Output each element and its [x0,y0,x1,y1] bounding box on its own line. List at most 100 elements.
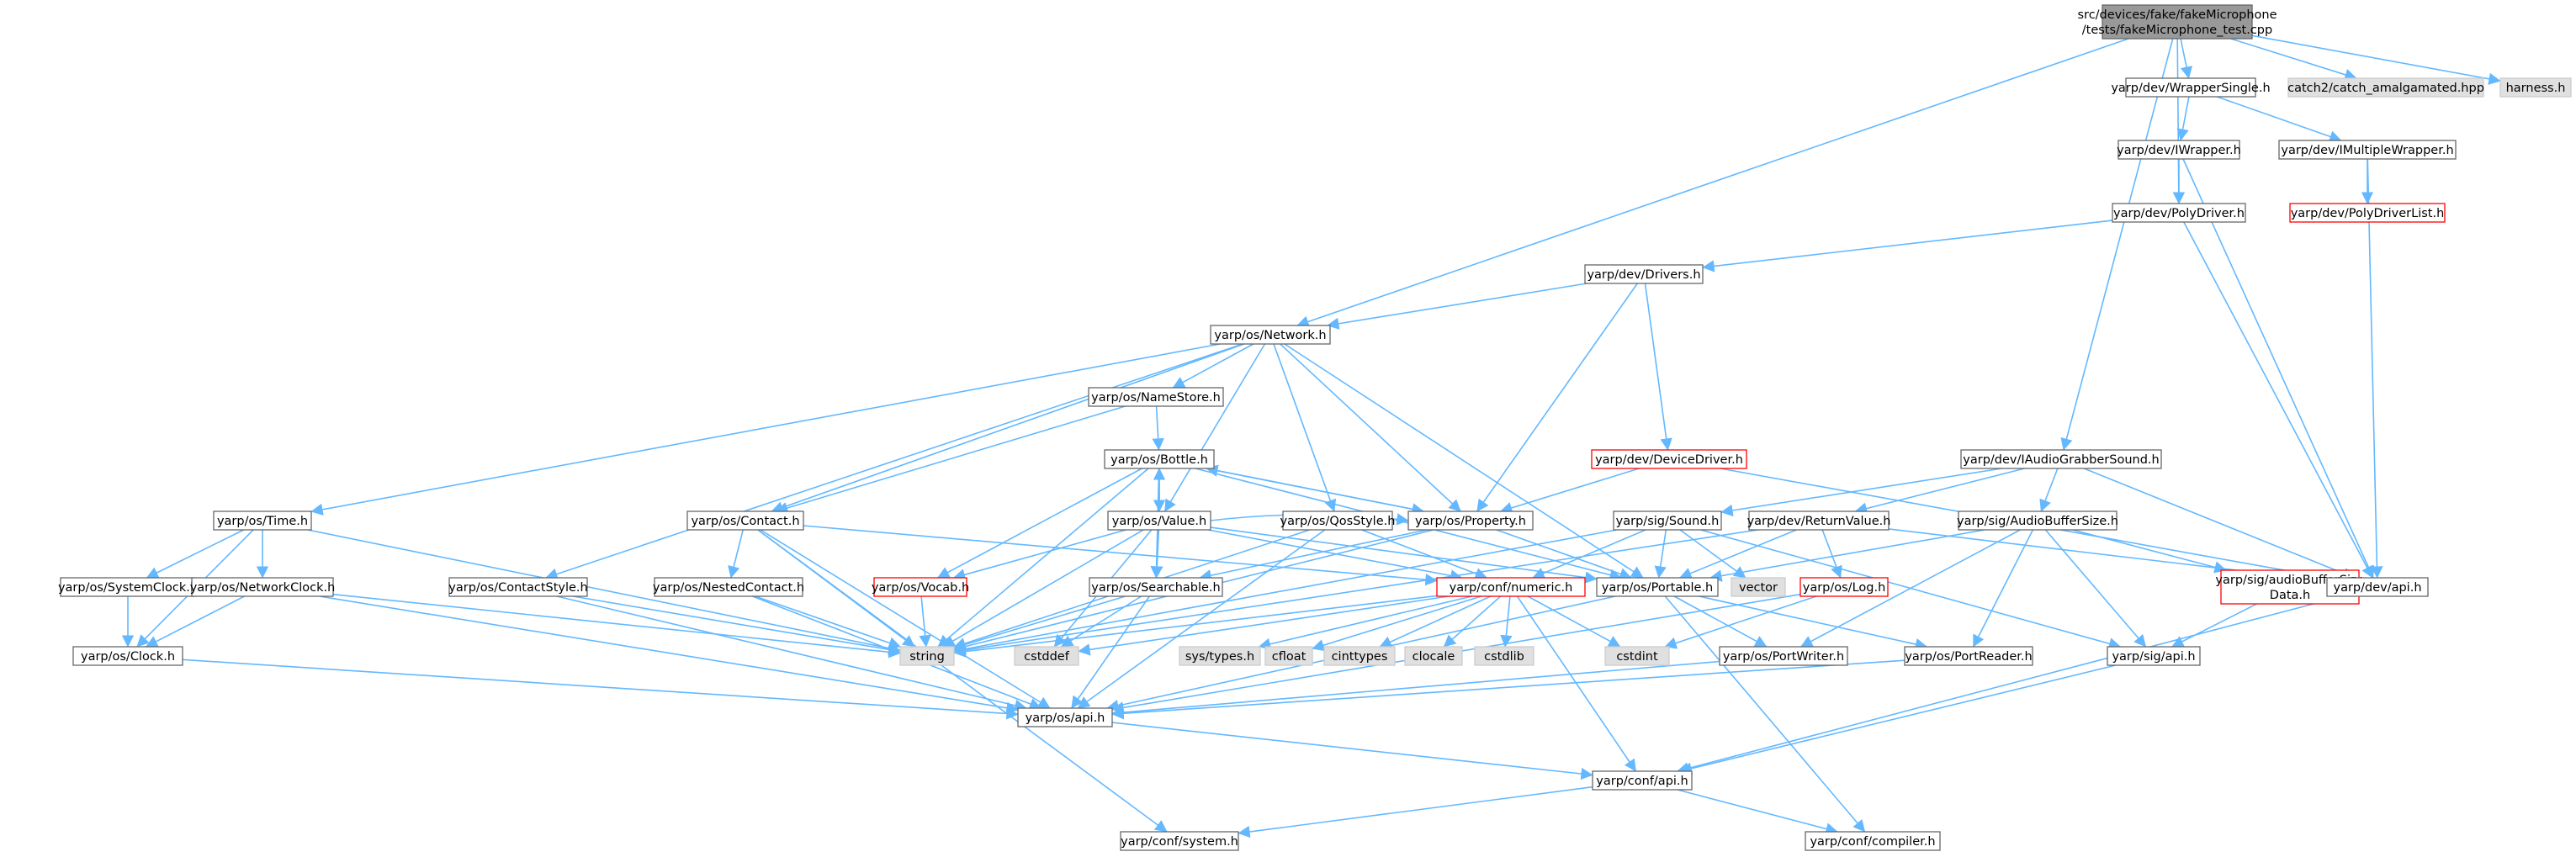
node-contact[interactable]: yarp/os/Contact.h [686,510,804,531]
edge-bottle-to-string [937,468,1149,648]
node-polydriver[interactable]: yarp/dev/PolyDriver.h [2112,203,2246,223]
node-vocab[interactable]: yarp/os/Vocab.h [872,577,969,597]
node-portwriter[interactable]: yarp/os/PortWriter.h [1719,646,1848,666]
node-label-imultiplewrapper: yarp/dev/IMultipleWrapper.h [2281,144,2453,157]
node-iaudiograbber[interactable]: yarp/dev/IAudioGrabberSound.h [1960,449,2162,469]
node-label-contactstyle: yarp/os/ContactStyle.h [448,581,587,595]
node-clock[interactable]: yarp/os/Clock.h [72,646,183,666]
edge-contact-to-osapi [760,529,1051,709]
node-box-cfloat [1264,646,1313,666]
node-cinttypes[interactable]: cinttypes [1323,646,1396,666]
node-box-log [1799,577,1889,597]
node-devapi[interactable]: yarp/dev/api.h [2326,577,2429,597]
node-devicedriver[interactable]: yarp/dev/DeviceDriver.h [1591,449,1747,469]
node-sound[interactable]: yarp/sig/Sound.h [1613,510,1722,531]
node-label-drivers: yarp/dev/Drivers.h [1587,268,1700,282]
edge-searchable-to-cstddef [1060,595,1142,648]
node-harness[interactable]: harness.h [2499,77,2572,98]
node-nestedcontact[interactable]: yarp/os/NestedContact.h [653,577,804,597]
node-qosstyle[interactable]: yarp/os/QosStyle.h [1280,510,1396,531]
node-box-portable [1596,577,1719,597]
node-label-compiler: yarp/conf/compiler.h [1810,835,1935,849]
edge-numeric-to-string [953,595,1438,658]
node-networkclock[interactable]: yarp/os/NetworkClock.h [190,577,336,597]
node-label-portreader: yarp/os/PortReader.h [1905,650,2032,664]
node-bottle[interactable]: yarp/os/Bottle.h [1104,449,1215,469]
node-portable[interactable]: yarp/os/Portable.h [1596,577,1719,597]
node-cstdint[interactable]: cstdint [1604,646,1670,666]
edge-network-to-property [1280,343,1461,512]
node-root[interactable]: src/devices/fake/fakeMicrophone/tests/fa… [2078,4,2277,40]
node-label-clock: yarp/os/Clock.h [81,650,175,664]
edge-portable-to-compiler [1664,595,1866,833]
node-vector[interactable]: vector [1731,577,1786,597]
node-compiler[interactable]: yarp/conf/compiler.h [1805,831,1941,851]
node-network[interactable]: yarp/os/Network.h [1210,325,1331,345]
node-box-networkclock [191,577,334,597]
node-box-audiobuffersize [1958,510,2118,531]
node-time[interactable]: yarp/os/Time.h [213,510,312,531]
node-systypes[interactable]: sys/types.h [1179,646,1261,666]
node-catch2[interactable]: catch2/catch_amalgamated.hpp [2287,77,2484,98]
node-label-sound: yarp/sig/Sound.h [1616,515,1720,528]
node-clocale[interactable]: clocale [1404,646,1463,666]
node-label-wrapper_single: yarp/dev/WrapperSingle.h [2111,82,2270,95]
node-value[interactable]: yarp/os/Value.h [1107,510,1211,531]
node-box-nestedcontact [654,577,803,597]
edge-portable-to-portreader [1699,595,1928,651]
node-polydriverlist[interactable]: yarp/dev/PolyDriverList.h [2289,203,2446,223]
edge-portable-to-portwriter [1673,595,1768,648]
node-string[interactable]: string [899,646,955,666]
node-returnvalue[interactable]: yarp/dev/ReturnValue.h [1747,510,1891,531]
node-label-clocale: clocale [1413,650,1455,664]
edge-time-to-systemclock [146,529,245,579]
node-label-namestore: yarp/os/NameStore.h [1091,391,1221,405]
node-system[interactable]: yarp/conf/system.h [1120,831,1239,851]
node-label-iaudiograbber: yarp/dev/IAudioGrabberSound.h [1963,453,2159,467]
edge-contactstyle-to-osapi [556,595,1027,712]
node-drivers[interactable]: yarp/dev/Drivers.h [1584,264,1704,284]
node-label-vocab: yarp/os/Vocab.h [872,581,969,595]
node-box-systypes [1179,646,1261,666]
node-label-time: yarp/os/Time.h [217,515,308,528]
node-label-confapi: yarp/conf/api.h [1596,775,1688,788]
edge-numeric-to-clocale [1443,595,1502,648]
node-cstdlib[interactable]: cstdlib [1474,646,1534,666]
node-numeric[interactable]: yarp/conf/numeric.h [1436,577,1586,597]
node-box-sigapi [2107,646,2201,666]
node-property[interactable]: yarp/os/Property.h [1407,510,1534,531]
node-systemclock[interactable]: yarp/os/SystemClock.h [58,577,198,597]
node-label-nestedcontact: yarp/os/NestedContact.h [653,581,804,595]
node-label-catch2: catch2/catch_amalgamated.hpp [2287,82,2484,95]
node-iwrapper[interactable]: yarp/dev/IWrapper.h [2117,140,2241,160]
edge-polydriver-to-devapi [2183,221,2373,579]
node-confapi[interactable]: yarp/conf/api.h [1592,770,1693,791]
node-box-iaudiograbber [1960,449,2162,469]
edge-clock-to-osapi [182,659,1019,720]
edge-devicedriver-to-property [1499,468,1640,514]
node-osapi[interactable]: yarp/os/api.h [1017,707,1113,727]
node-audiobuffersize[interactable]: yarp/sig/AudioBufferSize.h [1957,510,2118,531]
node-box-contact [686,510,804,531]
node-searchable[interactable]: yarp/os/Searchable.h [1089,577,1223,597]
node-imultiplewrapper[interactable]: yarp/dev/IMultipleWrapper.h [2278,140,2457,160]
node-portreader[interactable]: yarp/os/PortReader.h [1904,646,2033,666]
node-label-property: yarp/os/Property.h [1415,515,1526,528]
edge-value-to-string [942,529,1144,648]
node-label-cstddef: cstddef [1024,650,1070,664]
node-sigapi[interactable]: yarp/sig/api.h [2107,646,2201,666]
node-wrapper_single[interactable]: yarp/dev/WrapperSingle.h [2111,77,2271,98]
node-log[interactable]: yarp/os/Log.h [1799,577,1889,597]
edge-vocab-to-string [919,595,931,648]
node-cstddef[interactable]: cstddef [1014,646,1079,666]
edge-numeric-to-confapi [1516,595,1637,772]
edge-contact-to-nestedcontact [728,529,744,579]
node-box-imultiplewrapper [2278,140,2457,160]
node-label-polydriverlist: yarp/dev/PolyDriverList.h [2291,207,2445,220]
node-namestore[interactable]: yarp/os/NameStore.h [1088,387,1224,407]
node-cfloat[interactable]: cfloat [1264,646,1313,666]
node-label-portwriter: yarp/os/PortWriter.h [1723,650,1844,664]
node-contactstyle[interactable]: yarp/os/ContactStyle.h [448,577,588,597]
